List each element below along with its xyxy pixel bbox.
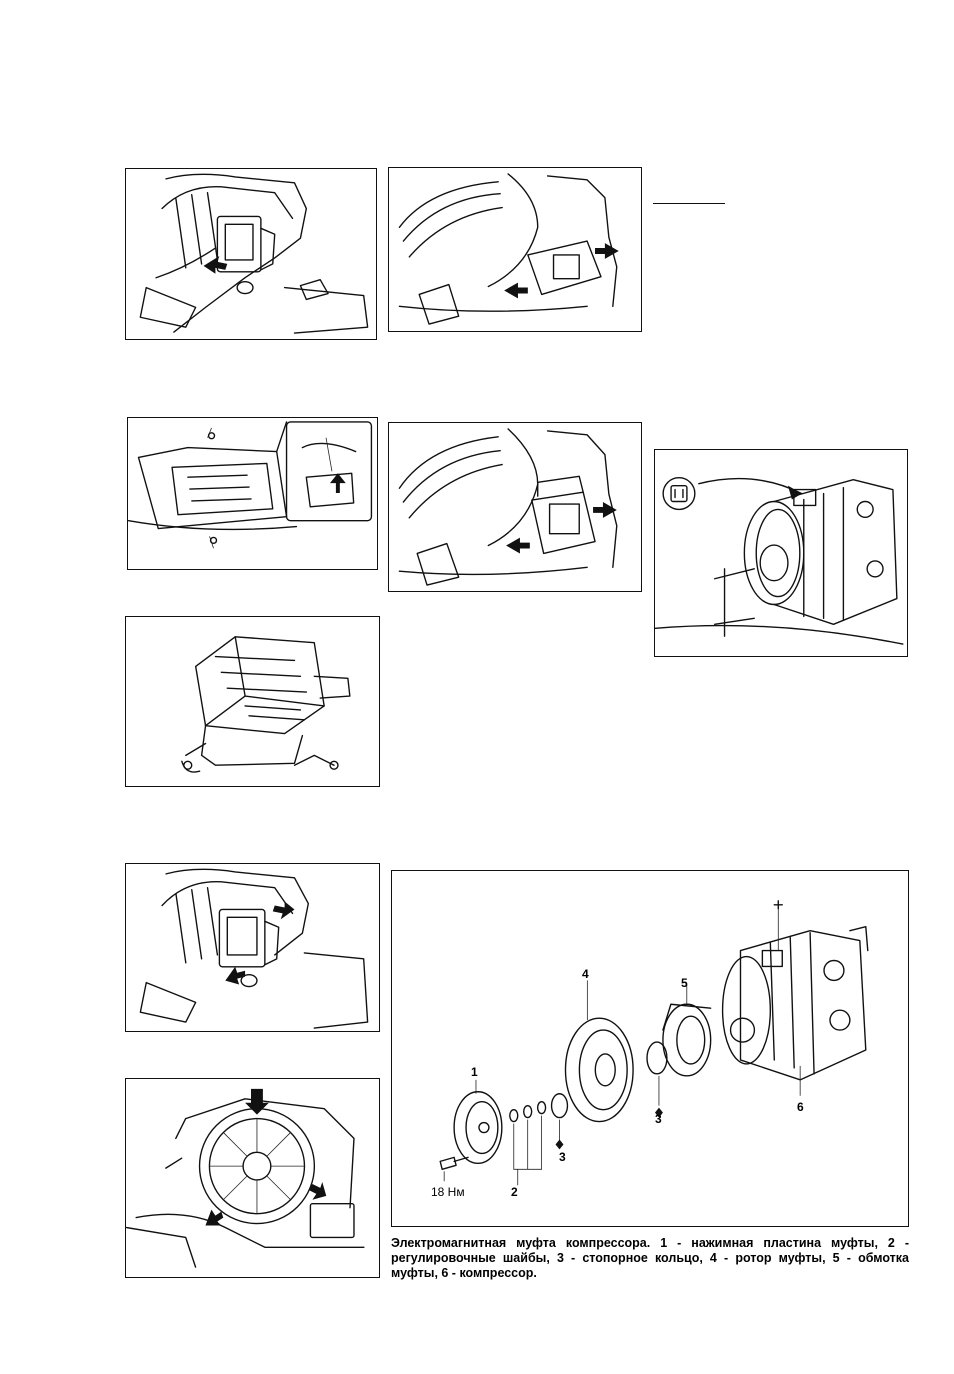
label-6: 6	[797, 1101, 804, 1113]
blower-resistor-illustration	[389, 168, 641, 331]
heater-unit-connector-illustration	[126, 169, 376, 339]
label-3-ring: 3	[559, 1151, 566, 1163]
figure-blower-resistor-top	[388, 167, 642, 332]
compressor-clutch-illustration	[392, 871, 908, 1226]
blower-motor-illustration	[126, 1079, 379, 1277]
compressor-connector-illustration	[655, 450, 907, 656]
figure-heater-unit-connector	[125, 168, 377, 340]
label-torque: 18 Нм	[431, 1186, 465, 1198]
label-3-coil-ring: 3	[655, 1113, 662, 1125]
figure-blower-resistor-bottom	[388, 422, 642, 592]
figure-blower-motor	[125, 1078, 380, 1278]
figure-heater-mounting	[127, 417, 378, 570]
heater-unit-second-illustration	[126, 864, 379, 1031]
label-2: 2	[511, 1186, 518, 1198]
heater-mounting-illustration	[128, 418, 377, 569]
figure-compressor-clutch-exploded	[391, 870, 909, 1227]
figure-compressor-connector	[654, 449, 908, 657]
underline-rule	[653, 203, 725, 204]
heater-assembly-illustration	[126, 617, 379, 786]
label-1: 1	[471, 1066, 478, 1078]
label-5: 5	[681, 977, 688, 989]
figure-heater-assembly	[125, 616, 380, 787]
figure-caption: Электромагнитная муфта компрессора. 1 - …	[391, 1236, 909, 1281]
blower-resistor-second-illustration	[389, 423, 641, 591]
figure-heater-unit-second	[125, 863, 380, 1032]
label-4: 4	[582, 968, 589, 980]
